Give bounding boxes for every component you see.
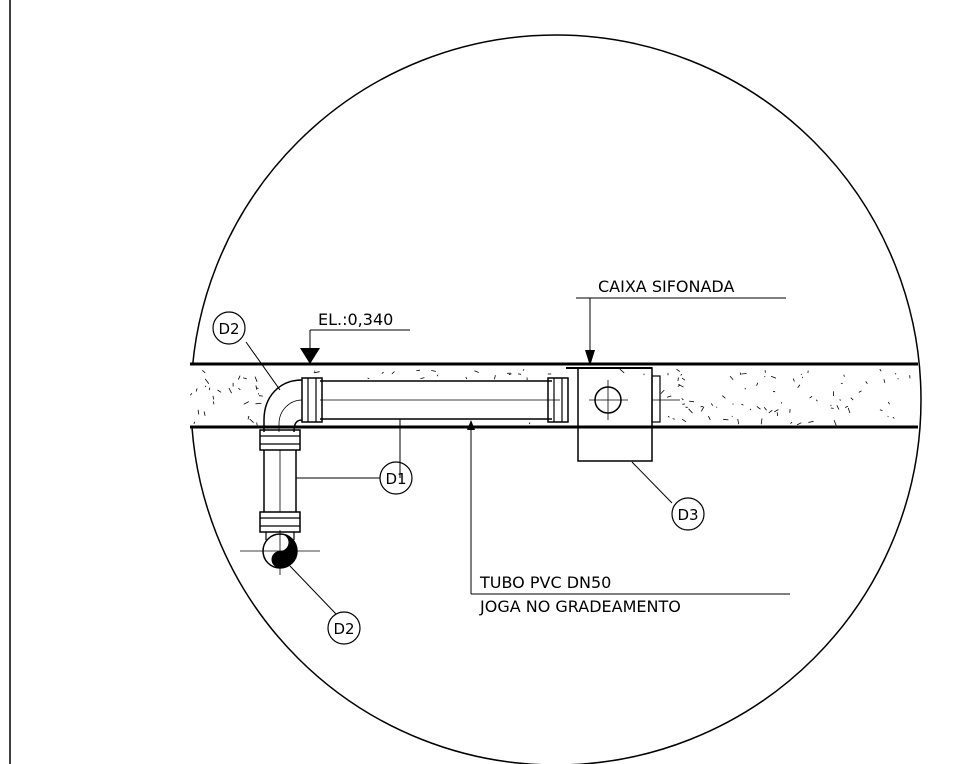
tag-d3-text: D3: [677, 506, 698, 524]
leaders: [245, 297, 790, 615]
tag-d2-elbow: D2: [212, 311, 246, 345]
elevation-marker: [300, 348, 320, 364]
vertical-pipe: [259, 429, 301, 540]
pipe-label-line1: TUBO PVC DN50: [479, 573, 611, 592]
tag-d2-bottom-text: D2: [333, 620, 354, 638]
siphon-box: [566, 367, 680, 462]
tag-d1: D1: [379, 461, 413, 495]
tag-d2-text: D2: [218, 320, 239, 338]
tag-d3: D3: [671, 497, 705, 531]
pipe-label-line2: JOGA NO GRADEAMENTO: [479, 597, 681, 616]
box-label: CAIXA SIFONADA: [598, 277, 734, 296]
pipe-arrow: [467, 420, 475, 430]
horizontal-pipe: [300, 377, 569, 423]
bottom-elbow-symbol: [240, 530, 320, 575]
concrete-hatch: [189, 368, 911, 428]
box-arrow: [585, 350, 595, 366]
elevation-label: EL.:0,340: [318, 310, 393, 329]
tag-d1-text: D1: [385, 470, 406, 488]
tag-d2-bottom: D2: [327, 611, 361, 645]
